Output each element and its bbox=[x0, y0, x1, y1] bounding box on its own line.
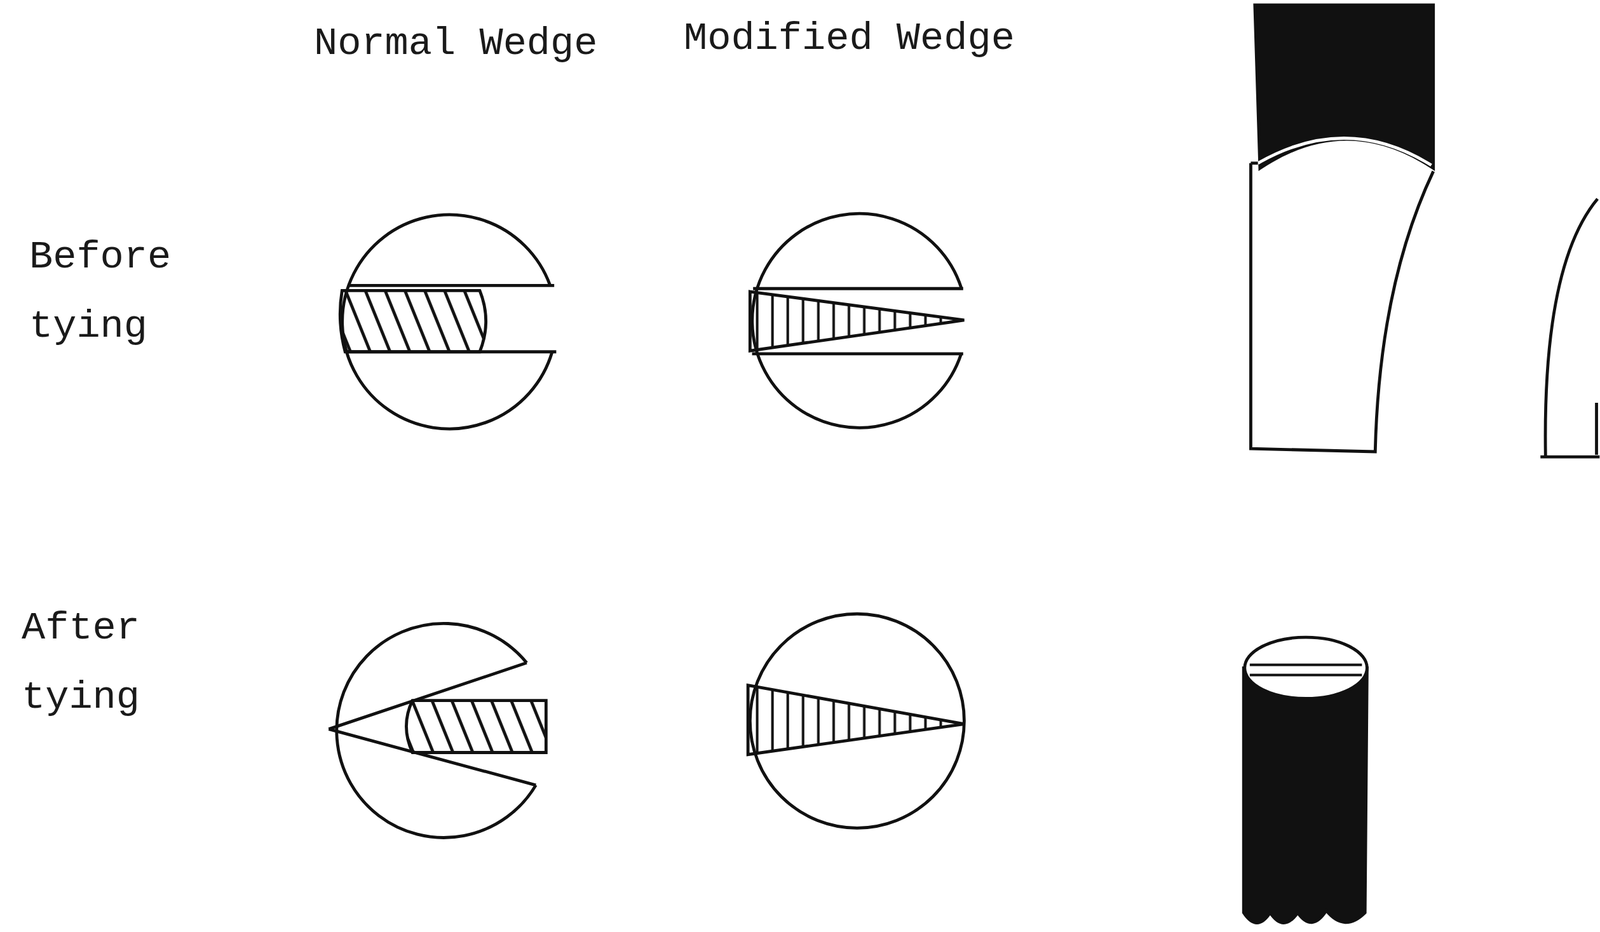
row-heading: After tying bbox=[21, 593, 213, 733]
row-heading: Before tying bbox=[29, 222, 220, 361]
column-heading: Modified Wedge bbox=[683, 3, 1015, 74]
column-heading: Normal Wedge bbox=[313, 8, 598, 79]
